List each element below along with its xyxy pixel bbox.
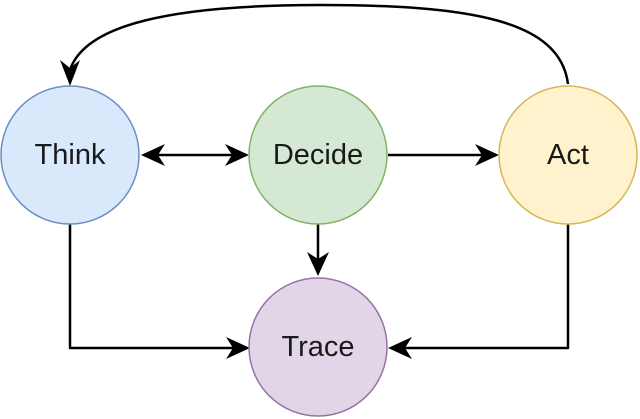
node-decide-label: Decide — [273, 139, 363, 171]
arrowhead-into-trace-from-think — [226, 337, 250, 359]
node-act-label: Act — [547, 139, 589, 171]
node-decide-circle — [248, 85, 388, 225]
node-trace: Trace — [248, 277, 388, 417]
node-think: Think — [0, 85, 140, 225]
arrowhead-into-decide-from-think — [225, 144, 249, 166]
arrowhead-into-think — [60, 60, 80, 86]
arrowhead-into-trace-from-act — [388, 337, 412, 359]
node-think-label: Think — [35, 139, 106, 171]
node-trace-label: Trace — [281, 331, 354, 363]
arrowhead-into-trace-from-decide — [307, 252, 329, 276]
node-act: Act — [498, 85, 638, 225]
arrowhead-into-think-from-decide — [141, 144, 165, 166]
arrowhead-into-act — [475, 144, 499, 166]
edge-act-to-think — [68, 3, 570, 85]
node-act-circle — [498, 85, 638, 225]
edge-think-to-trace — [68, 224, 237, 350]
node-decide: Decide — [248, 85, 388, 225]
node-trace-circle — [248, 277, 388, 417]
edges — [60, 3, 570, 359]
node-think-circle — [0, 85, 140, 225]
edge-act-to-trace — [401, 224, 570, 350]
